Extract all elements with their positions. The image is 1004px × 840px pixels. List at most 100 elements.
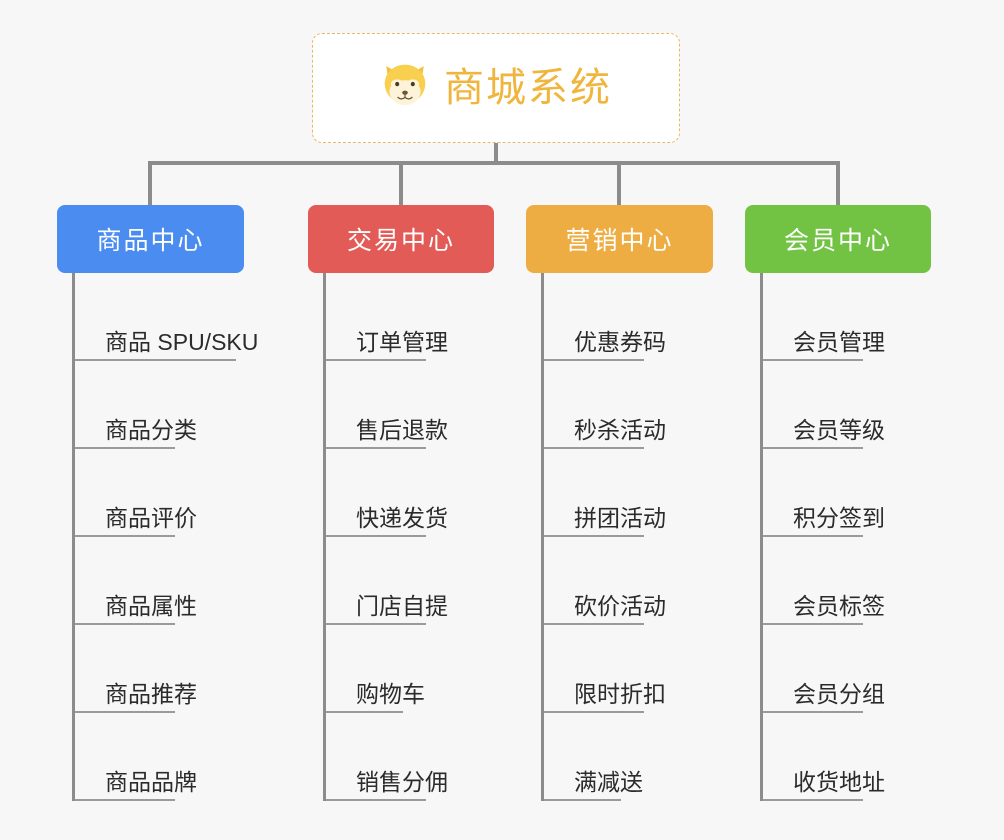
leaf-item[interactable]: 收货地址 bbox=[763, 713, 893, 801]
connector-drop-1 bbox=[148, 161, 152, 205]
leaf-item-label: 商品推荐 bbox=[105, 680, 197, 707]
leaf-item-underline bbox=[326, 623, 426, 625]
leaf-item-label: 商品 SPU/SKU bbox=[105, 328, 259, 355]
leaf-item[interactable]: 订单管理 bbox=[326, 273, 456, 361]
leaf-item-label: 商品属性 bbox=[105, 592, 197, 619]
leaf-item-underline bbox=[326, 711, 403, 713]
leaf-item-underline bbox=[544, 711, 644, 713]
leaf-item-label: 商品品牌 bbox=[105, 768, 197, 795]
leaf-item-underline bbox=[763, 623, 863, 625]
leaf-item-inner: 积分签到 bbox=[763, 505, 893, 537]
leaf-item-inner: 商品 SPU/SKU bbox=[75, 329, 266, 361]
leaf-item-inner: 商品分类 bbox=[75, 417, 205, 449]
connector-bus bbox=[150, 161, 840, 165]
branch-trunk-4 bbox=[760, 273, 763, 801]
category-label-2: 交易中心 bbox=[346, 227, 455, 255]
leaf-item-underline bbox=[763, 711, 863, 713]
leaf-item-inner: 购物车 bbox=[326, 681, 433, 713]
shiba-dog-icon bbox=[380, 63, 430, 113]
leaf-item[interactable]: 门店自提 bbox=[326, 537, 456, 625]
leaf-item[interactable]: 砍价活动 bbox=[544, 537, 674, 625]
leaf-item-label: 收货地址 bbox=[793, 768, 885, 795]
leaf-item-inner: 商品评价 bbox=[75, 505, 205, 537]
leaf-item[interactable]: 会员等级 bbox=[763, 361, 893, 449]
leaf-item-underline bbox=[763, 799, 863, 801]
leaf-item-inner: 门店自提 bbox=[326, 593, 456, 625]
leaf-item-underline bbox=[75, 535, 175, 537]
leaf-item-underline bbox=[326, 359, 426, 361]
leaf-item[interactable]: 商品属性 bbox=[75, 537, 205, 625]
leaf-item-label: 门店自提 bbox=[356, 592, 448, 619]
leaf-item-underline bbox=[763, 447, 863, 449]
leaf-item-label: 会员等级 bbox=[793, 416, 885, 443]
leaf-item-label: 拼团活动 bbox=[574, 504, 666, 531]
leaf-item[interactable]: 拼团活动 bbox=[544, 449, 674, 537]
connector-drop-2 bbox=[399, 161, 403, 205]
leaf-item-underline bbox=[75, 799, 175, 801]
leaf-item-label: 商品分类 bbox=[105, 416, 197, 443]
category-box-2[interactable]: 交易中心 bbox=[308, 205, 494, 273]
leaf-item-underline bbox=[75, 359, 237, 361]
category-label-3: 营销中心 bbox=[565, 227, 674, 255]
connector-drop-3 bbox=[617, 161, 621, 205]
branch-trunk-1 bbox=[72, 273, 75, 801]
leaf-item[interactable]: 商品评价 bbox=[75, 449, 205, 537]
category-box-1[interactable]: 商品中心 bbox=[57, 205, 244, 273]
category-box-4[interactable]: 会员中心 bbox=[745, 205, 931, 273]
leaf-item-inner: 商品品牌 bbox=[75, 769, 205, 801]
leaf-item-label: 限时折扣 bbox=[574, 680, 666, 707]
leaf-item-inner: 订单管理 bbox=[326, 329, 456, 361]
branch-trunk-2 bbox=[323, 273, 326, 801]
leaf-item-label: 优惠券码 bbox=[574, 328, 666, 355]
leaf-item[interactable]: 会员管理 bbox=[763, 273, 893, 361]
leaf-item[interactable]: 售后退款 bbox=[326, 361, 456, 449]
leaf-item[interactable]: 销售分佣 bbox=[326, 713, 456, 801]
leaf-item-label: 购物车 bbox=[356, 680, 425, 707]
leaf-item[interactable]: 秒杀活动 bbox=[544, 361, 674, 449]
leaf-item-label: 会员标签 bbox=[793, 592, 885, 619]
leaf-item[interactable]: 商品 SPU/SKU bbox=[75, 273, 266, 361]
leaf-item[interactable]: 商品分类 bbox=[75, 361, 205, 449]
category-label-1: 商品中心 bbox=[96, 227, 205, 255]
category-label-4: 会员中心 bbox=[783, 227, 892, 255]
category-box-3[interactable]: 营销中心 bbox=[526, 205, 713, 273]
leaf-item-label: 秒杀活动 bbox=[574, 416, 666, 443]
leaf-item-inner: 秒杀活动 bbox=[544, 417, 674, 449]
leaf-item-inner: 快递发货 bbox=[326, 505, 456, 537]
leaf-item[interactable]: 购物车 bbox=[326, 625, 433, 713]
leaf-item-inner: 限时折扣 bbox=[544, 681, 674, 713]
leaf-item[interactable]: 快递发货 bbox=[326, 449, 456, 537]
root-title: 商城系统 bbox=[444, 66, 612, 110]
leaf-item-inner: 会员管理 bbox=[763, 329, 893, 361]
leaf-item-label: 会员管理 bbox=[793, 328, 885, 355]
leaf-item-underline bbox=[326, 799, 426, 801]
leaf-item[interactable]: 会员标签 bbox=[763, 537, 893, 625]
leaf-item[interactable]: 满减送 bbox=[544, 713, 651, 801]
leaf-item[interactable]: 限时折扣 bbox=[544, 625, 674, 713]
leaf-item[interactable]: 优惠券码 bbox=[544, 273, 674, 361]
leaf-item-underline bbox=[326, 535, 426, 537]
leaf-item-label: 快递发货 bbox=[356, 504, 448, 531]
leaf-item-underline bbox=[544, 623, 644, 625]
connector-drop-4 bbox=[836, 161, 840, 205]
leaf-item[interactable]: 积分签到 bbox=[763, 449, 893, 537]
leaf-item-label: 积分签到 bbox=[793, 504, 885, 531]
leaf-item[interactable]: 商品品牌 bbox=[75, 713, 205, 801]
leaf-item-inner: 会员标签 bbox=[763, 593, 893, 625]
leaf-item-underline bbox=[544, 359, 644, 361]
leaf-item[interactable]: 会员分组 bbox=[763, 625, 893, 713]
leaf-item-label: 订单管理 bbox=[356, 328, 448, 355]
leaf-item-underline bbox=[544, 447, 644, 449]
leaf-item-label: 销售分佣 bbox=[356, 768, 448, 795]
leaf-item[interactable]: 商品推荐 bbox=[75, 625, 205, 713]
leaf-item-underline bbox=[544, 535, 644, 537]
root-node[interactable]: 商城系统 bbox=[312, 33, 680, 143]
leaf-item-underline bbox=[75, 711, 175, 713]
leaf-item-inner: 商品属性 bbox=[75, 593, 205, 625]
leaf-item-inner: 会员等级 bbox=[763, 417, 893, 449]
leaf-item-underline bbox=[763, 535, 863, 537]
leaf-item-label: 砍价活动 bbox=[574, 592, 666, 619]
leaf-item-inner: 满减送 bbox=[544, 769, 651, 801]
leaf-item-inner: 销售分佣 bbox=[326, 769, 456, 801]
